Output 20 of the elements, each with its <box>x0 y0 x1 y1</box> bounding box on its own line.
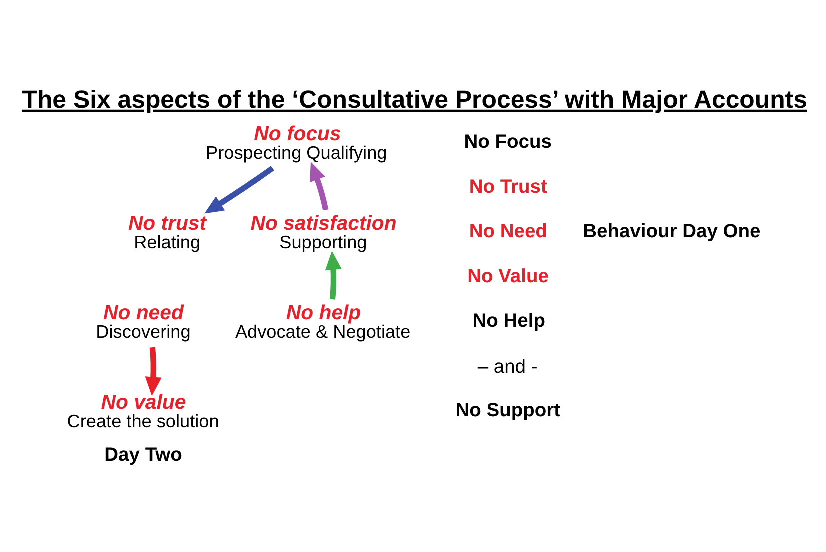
label: No Support <box>456 400 561 421</box>
node-text: No focus Prospecting Qualifying <box>206 122 388 163</box>
arrow <box>310 161 329 210</box>
label: – and - <box>478 356 538 378</box>
label: Day Two <box>104 444 182 466</box>
label: No Help <box>472 310 546 332</box>
label: No Trust <box>469 176 548 198</box>
node-text: No value Create the solution <box>67 391 220 431</box>
node-text: No help Advocate & Negotiate <box>235 302 411 342</box>
arrow <box>204 166 274 214</box>
label: Behaviour Day One <box>583 221 761 242</box>
label: No Focus <box>464 132 552 153</box>
label: No Need <box>469 221 548 242</box>
node-text: No satisfaction Supporting <box>250 212 397 252</box>
node-text: No need Discovering <box>96 302 191 342</box>
diagram-title: The Six aspects of the ‘Consultative Process’ with Major Accounts <box>22 85 808 114</box>
node-text: No trust Relating <box>128 212 207 252</box>
label: No Value <box>468 266 549 287</box>
arrow <box>325 250 342 300</box>
arrow <box>145 346 162 396</box>
